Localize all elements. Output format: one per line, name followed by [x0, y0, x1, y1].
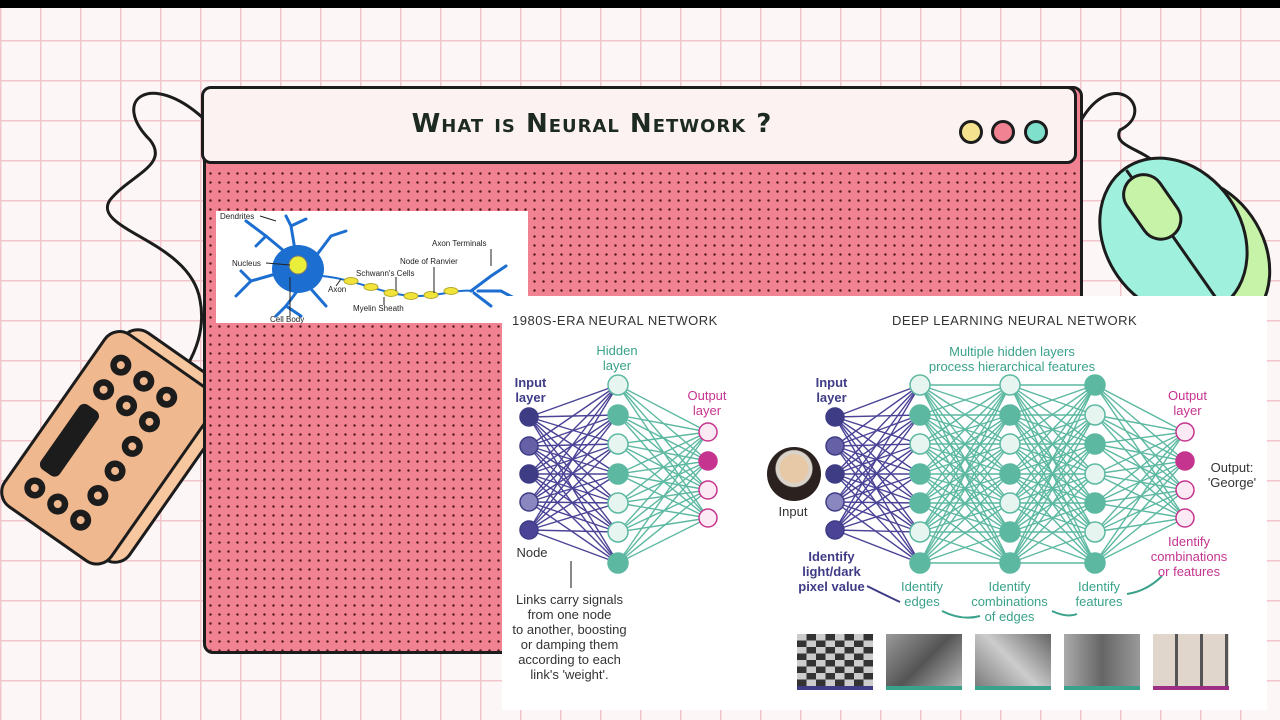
window-button-mint[interactable]	[1024, 120, 1048, 144]
left-input-layer-label: Input layer	[508, 375, 553, 405]
right-output-layer-label: Output layer	[1160, 388, 1215, 418]
deep-hidden-node	[1085, 375, 1105, 395]
link-input-hidden	[529, 415, 618, 530]
link-deep-input-hidden	[835, 530, 920, 532]
hidden-node	[608, 375, 628, 395]
window-button-yellow[interactable]	[959, 120, 983, 144]
input-node	[520, 437, 538, 455]
deep-output-node	[1176, 509, 1194, 527]
deep-hidden-node	[1085, 553, 1105, 573]
links-note: Links carry signals from one node to ano…	[507, 592, 632, 682]
output-value: Output: 'George'	[1202, 460, 1262, 490]
window-button-pink[interactable]	[991, 120, 1015, 144]
label-dendrites: Dendrites	[220, 212, 254, 221]
label-myelin-sheath: Myelin Sheath	[353, 304, 404, 313]
identify-comb-features-label: Identify combinations or features	[1144, 534, 1234, 579]
deep-hidden-node	[1085, 405, 1105, 425]
label-nucleus: Nucleus	[232, 259, 261, 268]
multiple-hidden-layers-label: Multiple hidden layers process hierarchi…	[912, 344, 1112, 374]
deep-hidden-node	[1000, 553, 1020, 573]
right-input-layer-label: Input layer	[809, 375, 854, 405]
page-title: What is Neural Network ?	[204, 109, 980, 139]
input-portrait-image	[767, 447, 821, 501]
hidden-node	[608, 522, 628, 542]
hidden-node	[608, 493, 628, 513]
arrow-combinations-to-features	[1052, 611, 1077, 615]
deep-hidden-node	[1000, 405, 1020, 425]
neuron-diagram: Dendrites Nucleus Cell Body Axon Schwann…	[216, 211, 528, 323]
thumbnail-edges	[886, 634, 962, 690]
link-input-hidden	[529, 530, 618, 532]
hidden-node	[608, 464, 628, 484]
output-node	[699, 509, 717, 527]
input-caption: Input	[768, 504, 818, 519]
deep-hidden-node	[910, 553, 930, 573]
input-node	[520, 465, 538, 483]
deep-input-node	[826, 493, 844, 511]
right-network-title: DEEP LEARNING NEURAL NETWORK	[892, 313, 1137, 328]
deep-hidden-node	[1000, 375, 1020, 395]
deep-hidden-node	[1000, 522, 1020, 542]
deep-input-node	[826, 437, 844, 455]
deep-hidden-node	[910, 522, 930, 542]
deep-input-node	[826, 408, 844, 426]
deep-hidden-node	[1085, 493, 1105, 513]
left-hidden-layer-label: Hidden layer	[592, 343, 642, 373]
output-node	[699, 481, 717, 499]
input-node	[520, 408, 538, 426]
deep-hidden-node	[910, 493, 930, 513]
hidden-node	[608, 434, 628, 454]
deep-hidden-node	[1000, 434, 1020, 454]
deep-hidden-node	[910, 405, 930, 425]
output-node	[699, 452, 717, 470]
deep-output-node	[1176, 423, 1194, 441]
deep-output-node	[1176, 481, 1194, 499]
left-output-layer-label: Output layer	[682, 388, 732, 418]
deep-hidden-node	[910, 434, 930, 454]
link-deep-input-hidden	[835, 446, 920, 563]
deep-output-node	[1176, 452, 1194, 470]
identify-pixel-label: Identify light/dark pixel value	[794, 549, 869, 594]
output-node	[699, 423, 717, 441]
label-schwann-cells: Schwann's Cells	[356, 269, 414, 278]
window-title-bar: What is Neural Network ?	[201, 86, 1077, 164]
node-label: Node	[512, 545, 552, 560]
deep-hidden-node	[1085, 522, 1105, 542]
label-node-of-ranvier: Node of Ranvier	[400, 257, 458, 266]
identify-comb-edges-label: Identify combinations of edges	[967, 579, 1052, 624]
deep-hidden-node	[1085, 434, 1105, 454]
deep-input-node	[826, 521, 844, 539]
label-axon: Axon	[328, 285, 346, 294]
hidden-node	[608, 553, 628, 573]
thumbnail-features	[1064, 634, 1140, 690]
identify-edges-label: Identify edges	[892, 579, 952, 609]
thumbnail-face-combinations	[1153, 634, 1229, 690]
deep-hidden-node	[1000, 493, 1020, 513]
input-node	[520, 493, 538, 511]
deep-hidden-node	[910, 375, 930, 395]
link-deep-input-hidden	[835, 415, 920, 530]
deep-hidden-node	[1000, 464, 1020, 484]
deep-input-node	[826, 465, 844, 483]
label-axon-terminals: Axon Terminals	[432, 239, 487, 248]
neural-network-comparison: 1980S-ERA NEURAL NETWORK DEEP LEARNING N…	[502, 296, 1267, 710]
label-cell-body: Cell Body	[270, 315, 304, 324]
input-node	[520, 521, 538, 539]
identify-features-label: Identify features	[1069, 579, 1129, 609]
deep-hidden-node	[1085, 464, 1105, 484]
deep-hidden-node	[910, 464, 930, 484]
hidden-node	[608, 405, 628, 425]
thumbnail-pixels	[797, 634, 873, 690]
left-network-title: 1980S-ERA NEURAL NETWORK	[512, 313, 718, 328]
thumbnail-edge-combinations	[975, 634, 1051, 690]
